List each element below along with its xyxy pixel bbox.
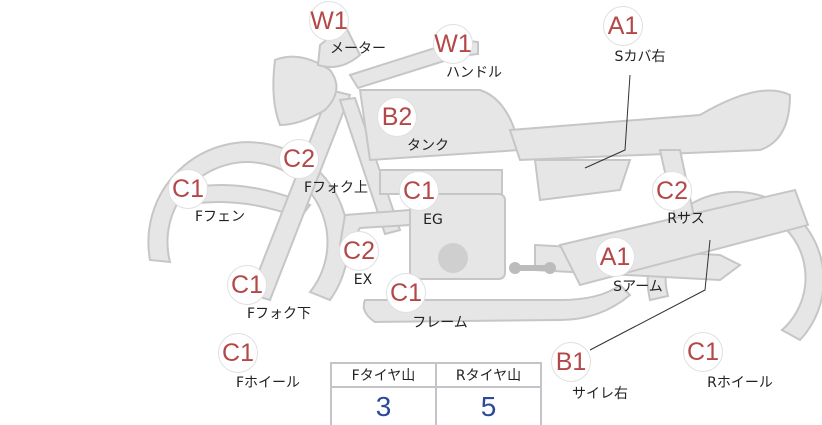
part-label-exhaust: EX: [353, 272, 373, 288]
fork-shape: [248, 88, 352, 302]
grade-badge-fork-lower: C1: [227, 265, 267, 305]
part-label-swing-arm: Sアーム: [613, 279, 663, 295]
grade-badge-front-wheel: C1: [218, 333, 258, 373]
part-label-fork-upper: Fフォク上: [303, 180, 369, 196]
grade-badge-handle: W1: [433, 24, 473, 64]
engine-shape: [409, 193, 506, 280]
part-label-front-wheel: Fホイール: [235, 375, 301, 391]
part-label-silencer: サイレ右: [572, 386, 628, 402]
grade-badge-engine: C1: [399, 171, 439, 211]
grade-badge-side-cover: A1: [603, 6, 643, 46]
leader-line-silencer: [589, 239, 711, 351]
grade-badge-meter: W1: [309, 1, 349, 41]
engine-cover: [438, 243, 468, 273]
rear-tyre-value: 5: [435, 386, 542, 425]
side-cover-shape: [533, 159, 632, 202]
grade-badge-exhaust: C2: [339, 231, 379, 271]
grade-badge-tank: B2: [377, 97, 417, 137]
meter-shape: [316, 23, 362, 68]
frame-lower-shape: [362, 283, 632, 324]
grade-badge-frame: C1: [386, 273, 426, 313]
rear-tyre-header: Rタイヤ山: [435, 362, 542, 388]
grade-badge-front-fender: C1: [168, 169, 208, 209]
part-label-side-cover: Sカバ右: [614, 49, 666, 65]
part-label-fork-lower: Fフォク下: [246, 306, 312, 322]
part-label-rear-suspension: Rサス: [667, 211, 705, 227]
part-label-meter: メーター: [330, 41, 386, 57]
part-label-frame: フレーム: [412, 315, 468, 331]
front-tyre-header: Fタイヤ山: [330, 362, 437, 388]
part-label-handle: ハンドル: [446, 65, 502, 81]
headlight-shape: [272, 55, 338, 127]
frame-shape: [338, 96, 402, 236]
tyre-tread-table: Fタイヤ山 Rタイヤ山 3 5: [330, 362, 542, 425]
grade-badge-rear-wheel: C1: [683, 332, 723, 372]
grade-badge-rear-suspension: C2: [652, 171, 692, 211]
part-label-engine: EG: [423, 212, 443, 228]
part-label-rear-wheel: Rホイール: [707, 375, 773, 391]
front-tyre-value: 3: [330, 386, 437, 425]
part-label-tank: タンク: [407, 138, 449, 154]
grade-badge-fork-upper: C2: [279, 139, 319, 179]
leader-line-side-cover: [584, 74, 631, 169]
front-wheel-shape: [147, 141, 350, 302]
grade-badge-silencer: B1: [551, 342, 591, 382]
seat-shape: [508, 89, 792, 162]
part-label-front-fender: Fフェン: [194, 209, 246, 225]
grade-badge-swing-arm: A1: [595, 237, 635, 277]
